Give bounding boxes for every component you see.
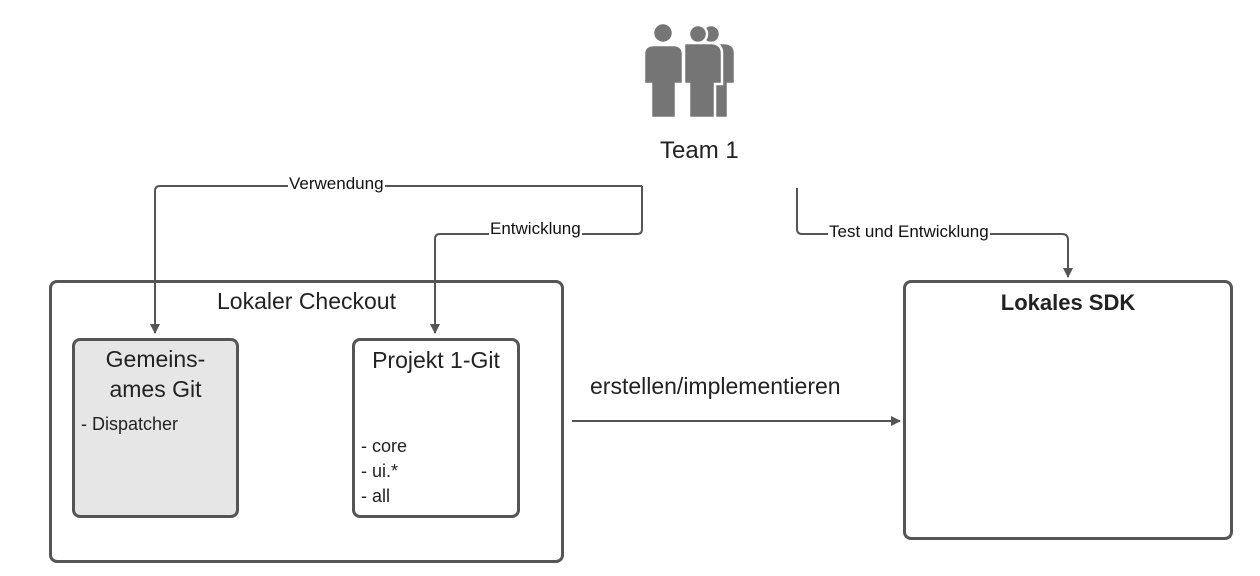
team-label: Team 1: [660, 137, 739, 164]
test-label: Test und Entwicklung: [828, 222, 990, 242]
shared-git-box: Gemeins- ames Git - Dispatcher: [72, 338, 239, 518]
entwicklung-label: Entwicklung: [489, 219, 582, 239]
project-git-title: Projekt 1-Git: [372, 347, 500, 373]
project-git-item: - ui.*: [361, 461, 399, 481]
project-git-box: Projekt 1-Git - core - ui.* - all: [352, 338, 520, 518]
project-git-item: - all: [361, 486, 391, 506]
local-sdk-title: Lokales SDK: [1000, 290, 1136, 315]
shared-git-title-line2: ames Git: [109, 376, 202, 402]
erstellen-label: erstellen/implementieren: [590, 373, 841, 399]
shared-git-title-line1: Gemeins-: [105, 346, 206, 372]
local-checkout-title: Lokaler Checkout: [217, 288, 396, 314]
local-sdk-box: Lokales SDK: [903, 280, 1233, 540]
verwendung-label: Verwendung: [288, 174, 385, 194]
verwendung-connector: [150, 185, 642, 334]
project-git-item: - core: [361, 436, 408, 456]
local-checkout-box: Lokaler Checkout: [49, 280, 564, 563]
team-icon: [640, 20, 740, 120]
shared-git-item: - Dispatcher: [81, 414, 179, 434]
